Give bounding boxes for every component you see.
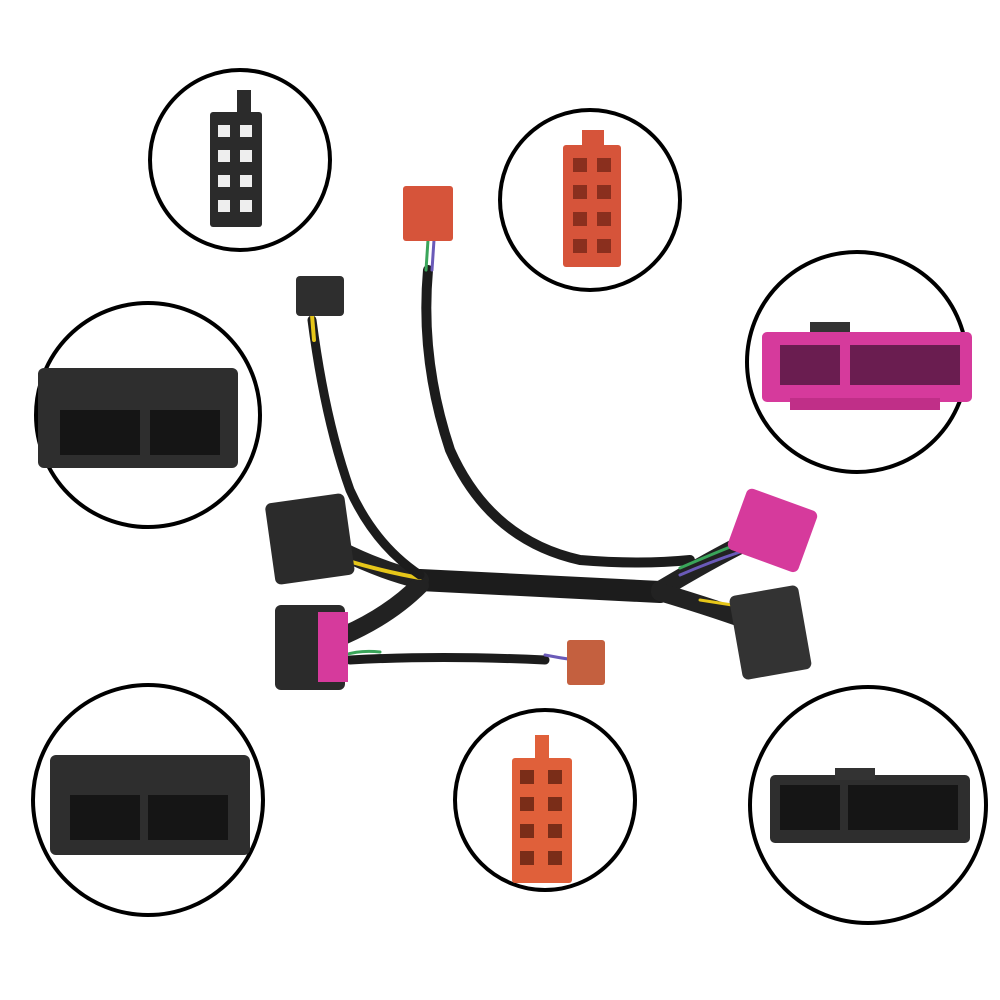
harness xyxy=(307,238,772,665)
main-trunk xyxy=(409,569,671,603)
wire-to-small-black xyxy=(307,315,425,580)
black-connector-left-upper xyxy=(265,493,355,585)
magenta-band xyxy=(318,612,348,682)
magenta-connector-right xyxy=(727,488,818,573)
orange-small-connector xyxy=(567,640,605,685)
harness-connectors xyxy=(265,186,818,690)
detail-circle-black-10pin xyxy=(148,68,332,252)
small-black-connector xyxy=(296,276,344,316)
detail-circle-red-iso xyxy=(498,108,682,292)
detail-circle-black-40pin xyxy=(748,685,988,925)
wire-to-orange xyxy=(345,653,550,665)
wire-to-red xyxy=(421,265,695,568)
red-iso-connector xyxy=(403,186,453,241)
black-connector-right xyxy=(729,585,812,680)
branch-lower-left xyxy=(336,576,429,644)
detail-circle-magenta xyxy=(745,250,972,474)
detail-circle-orange-iso xyxy=(453,708,637,892)
detail-circle-black-left xyxy=(34,301,262,529)
detail-circle-black-bottom-left xyxy=(31,683,265,917)
